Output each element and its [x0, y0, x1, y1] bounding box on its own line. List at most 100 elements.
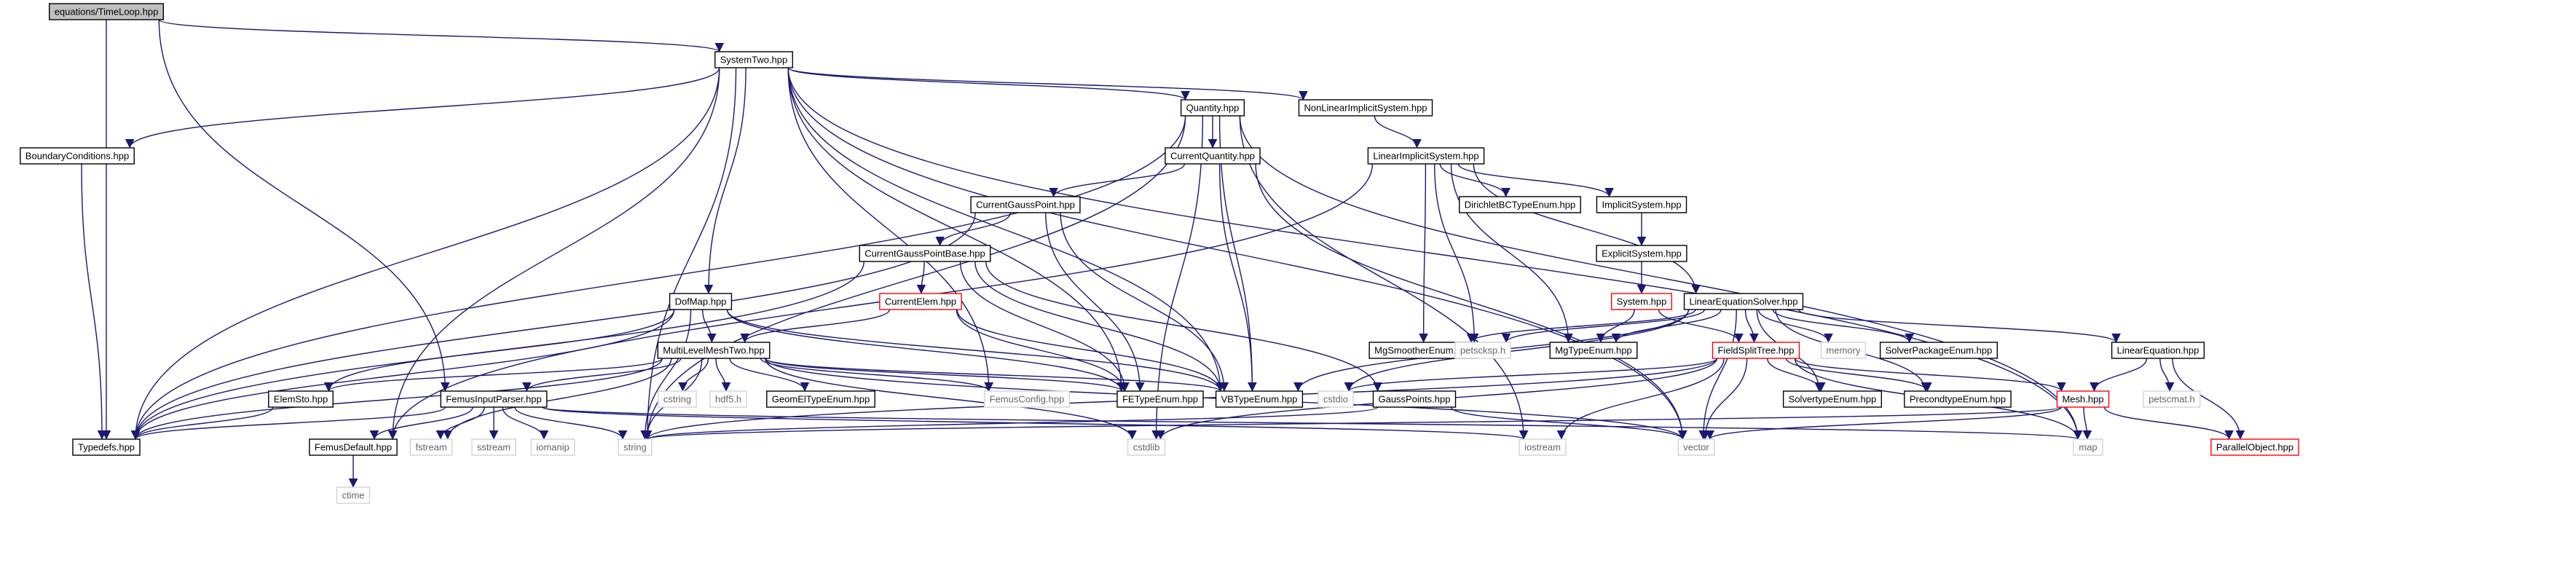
node-dirichletbc[interactable]: DirichletBCTypeEnum.hpp: [1459, 196, 1581, 213]
node-solverpackageenum[interactable]: SolverPackageEnum.hpp: [1879, 342, 1998, 359]
node-box: [1712, 342, 1800, 359]
edge-line: [1658, 309, 1744, 343]
node-cstdlib: cstdlib: [1127, 438, 1166, 456]
node-elemsto[interactable]: ElemSto.hpp: [268, 390, 334, 408]
edge-dofmap-to-vbtypeenum: [726, 309, 1225, 392]
node-linearimplicit[interactable]: LinearImplicitSystem.hpp: [1367, 147, 1485, 165]
node-label: petscksp.h: [1460, 345, 1505, 356]
edge-line: [1218, 115, 1257, 392]
edge-multilevelmeshtwo-to-vbtypeenum: [765, 358, 1225, 392]
node-dofmap[interactable]: DofMap.hpp: [669, 293, 733, 310]
node-timeloop[interactable]: equations/TimeLoop.hpp: [48, 3, 165, 20]
node-label: FemusDefault.hpp: [315, 442, 392, 453]
node-femusinputparser[interactable]: FemusInputParser.hpp: [440, 390, 548, 408]
node-systemtwo[interactable]: SystemTwo.hpp: [714, 51, 793, 68]
edge-dofmap-to-fetypeenum: [726, 309, 1127, 392]
edge-line: [729, 358, 810, 392]
node-label: cstdlib: [1133, 442, 1160, 453]
node-iostream: iostream: [1519, 438, 1567, 456]
edge-femusinputparser-to-iomanip: [502, 406, 549, 440]
node-label: iostream: [1524, 442, 1561, 453]
node-precondtypeenum[interactable]: PrecondtypeEnum.hpp: [1904, 390, 2012, 408]
node-quantity[interactable]: Quantity.hpp: [1180, 99, 1245, 117]
edge-systemtwo-to-nonlinearimplicit: [787, 67, 1308, 101]
node-label: MgTypeEnum.hpp: [1555, 345, 1632, 356]
edge-line: [1218, 163, 1257, 392]
node-cstdio: cstdio: [1317, 390, 1354, 408]
node-linearequationsolver[interactable]: LinearEquationSolver.hpp: [1683, 293, 1804, 310]
edge-gausspoints-to-string: [643, 406, 1379, 440]
node-parallelobject[interactable]: ParallelObject.hpp: [2210, 438, 2299, 456]
edge-boundaryconditions-to-typedefs: [81, 163, 107, 440]
node-multilevelmeshtwo[interactable]: MultiLevelMeshTwo.hpp: [657, 342, 771, 359]
node-label: LinearEquation.hpp: [2117, 345, 2199, 356]
edge-line: [726, 309, 1127, 392]
node-linearequation[interactable]: LinearEquation.hpp: [2111, 342, 2205, 359]
edge-line: [324, 309, 675, 392]
edge-currentquantity-to-vector: [1255, 163, 1687, 440]
edge-line: [1473, 163, 1701, 294]
dependency-edges: [81, 19, 2245, 488]
node-box: [1683, 293, 1804, 310]
node-system[interactable]: System.hpp: [1610, 293, 1673, 310]
node-label: Quantity.hpp: [1186, 103, 1240, 114]
node-implicitsystem[interactable]: ImplicitSystem.hpp: [1596, 196, 1687, 213]
node-mesh[interactable]: Mesh.hpp: [2056, 390, 2110, 408]
edge-currentquantity-to-vbtypeenum: [1218, 163, 1257, 392]
node-gausspoints[interactable]: GaussPoints.hpp: [1372, 390, 1457, 408]
edge-line: [787, 67, 1127, 392]
node-box: [658, 390, 697, 408]
edge-line: [1439, 163, 1510, 197]
edge-line: [1785, 358, 1932, 392]
node-petscmat: petscmat.h: [2143, 390, 2201, 408]
node-boundaryconditions[interactable]: BoundaryConditions.hpp: [20, 147, 135, 165]
node-currentelem[interactable]: CurrentElem.hpp: [879, 293, 962, 310]
edge-line: [956, 309, 1129, 392]
node-mgsmootherenum[interactable]: MgSmootherEnum.hpp: [1368, 342, 1478, 359]
edge-linearequationsolver-to-mgsmootherenum: [1466, 309, 1696, 343]
edge-line: [1744, 309, 1759, 343]
node-label: FemusInputParser.hpp: [446, 394, 542, 405]
edge-currentgausspoint-to-vbtypeenum: [1060, 212, 1229, 392]
edge-linearequationsolver-to-solverpackageenum: [1772, 309, 1914, 343]
edge-linearequationsolver-to-linearequation: [1797, 309, 2121, 343]
node-box: [714, 51, 793, 68]
node-box: [20, 147, 135, 165]
edge-line: [522, 358, 682, 392]
edge-fieldsplittree-to-cstdio: [1344, 358, 1718, 392]
node-fieldsplittree[interactable]: FieldSplitTree.hpp: [1712, 342, 1800, 359]
node-currentgausspointbase[interactable]: CurrentGaussPointBase.hpp: [859, 245, 991, 262]
node-box: [669, 293, 733, 310]
node-box: [409, 438, 453, 456]
edge-multilevelmeshtwo-to-fetypeenum: [765, 358, 1127, 392]
node-currentquantity[interactable]: CurrentQuantity.hpp: [1165, 147, 1261, 165]
node-nonlinearimplicit[interactable]: NonLinearImplicitSystem.hpp: [1298, 99, 1433, 117]
edge-systemtwo-to-string: [642, 67, 737, 440]
node-femusconfig: FemusConfig.hpp: [983, 390, 1071, 408]
node-femusdefault[interactable]: FemusDefault.hpp: [309, 438, 398, 456]
node-mgtypeenum[interactable]: MgTypeEnum.hpp: [1549, 342, 1638, 359]
edge-linearimplicit-to-mgtypeenum: [1450, 163, 1573, 343]
node-label: PrecondtypeEnum.hpp: [1910, 394, 2006, 405]
node-solvertypeenum[interactable]: SolvertypeEnum.hpp: [1782, 390, 1883, 408]
node-explicitsystem[interactable]: ExplicitSystem.hpp: [1596, 245, 1687, 262]
node-memory: memory: [1820, 342, 1867, 359]
edge-line: [704, 67, 747, 294]
node-typedefs[interactable]: Typedefs.hpp: [72, 438, 141, 456]
node-fetypeenum[interactable]: FETypeEnum.hpp: [1116, 390, 1204, 408]
node-box: [970, 196, 1081, 213]
node-label: Mesh.hpp: [2062, 394, 2103, 405]
node-box: [1820, 342, 1867, 359]
edge-line: [130, 309, 675, 440]
edge-multilevelmeshtwo-to-femusconfig: [760, 358, 993, 392]
edge-dofmap-to-elemsto: [324, 309, 675, 392]
node-box: [268, 390, 334, 408]
node-vbtypeenum[interactable]: VBTypeEnum.hpp: [1215, 390, 1304, 408]
node-box: [859, 245, 991, 262]
edge-line: [514, 406, 628, 440]
node-box: [1677, 438, 1715, 456]
edge-linearequation-to-petscmat: [2159, 358, 2175, 392]
node-geomeltypeenum[interactable]: GeomElTypeEnum.hpp: [766, 390, 875, 408]
node-currentgausspoint[interactable]: CurrentGaussPoint.hpp: [970, 196, 1081, 213]
